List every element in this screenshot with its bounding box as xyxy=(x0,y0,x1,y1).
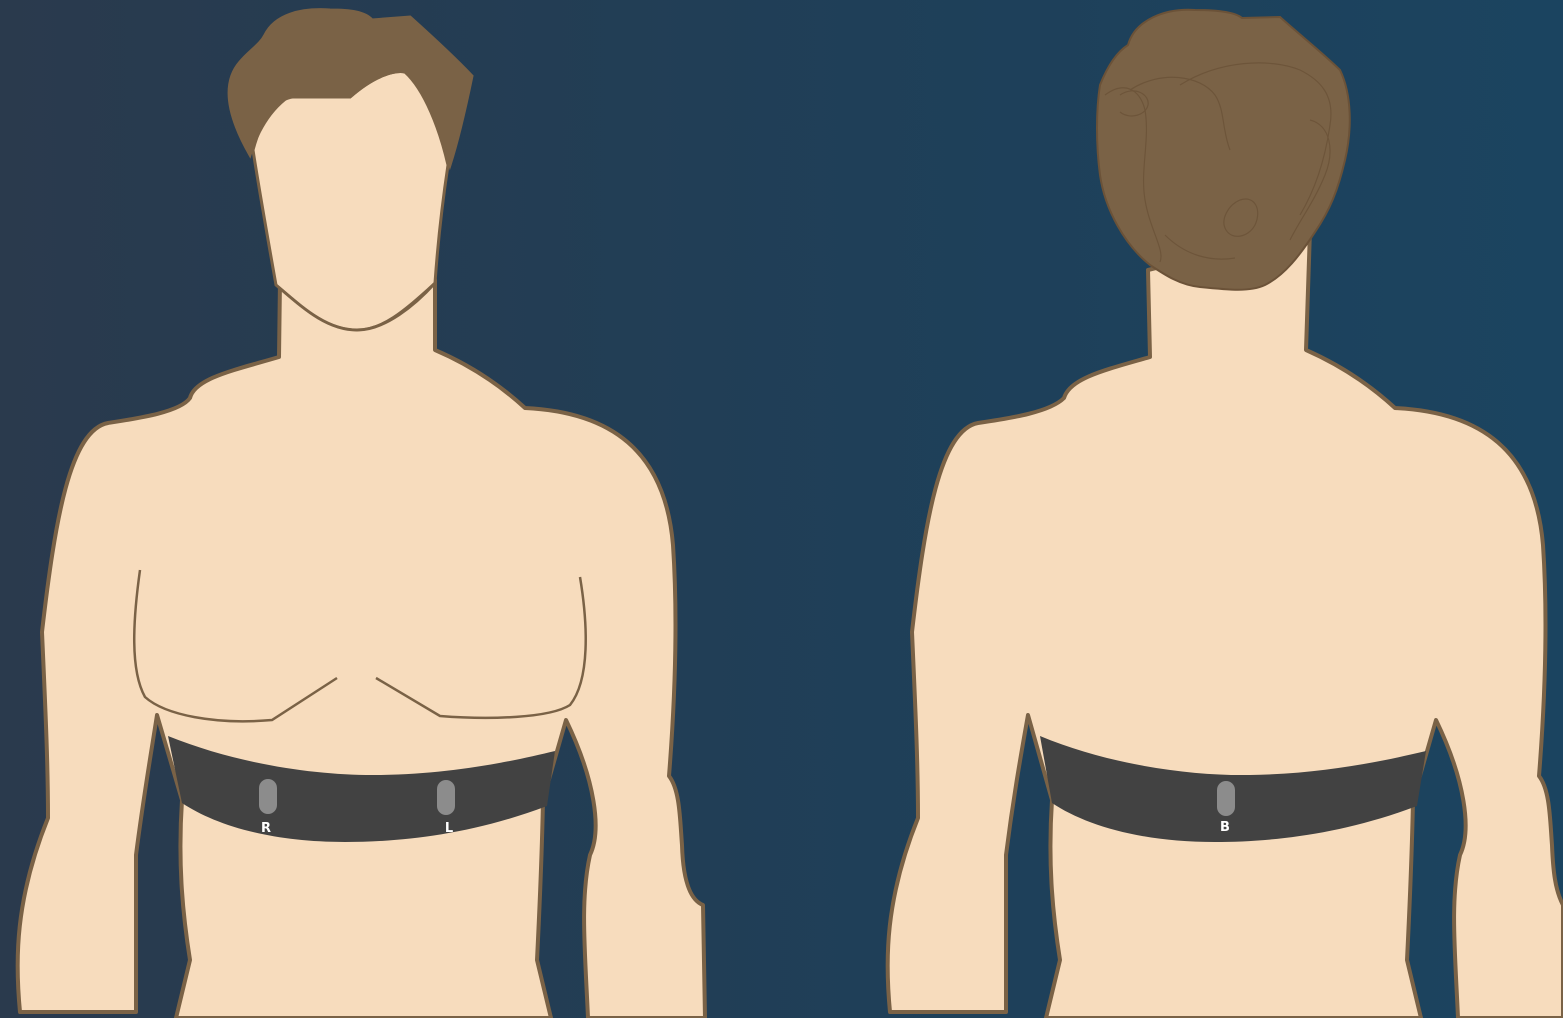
electrode-label-r: R xyxy=(261,821,271,836)
electrode-pad xyxy=(437,780,455,815)
electrode-pad xyxy=(1217,781,1235,816)
electrode-pad xyxy=(259,779,277,814)
electrode-label-l: L xyxy=(445,821,453,836)
electrode-label-b: B xyxy=(1220,820,1230,835)
